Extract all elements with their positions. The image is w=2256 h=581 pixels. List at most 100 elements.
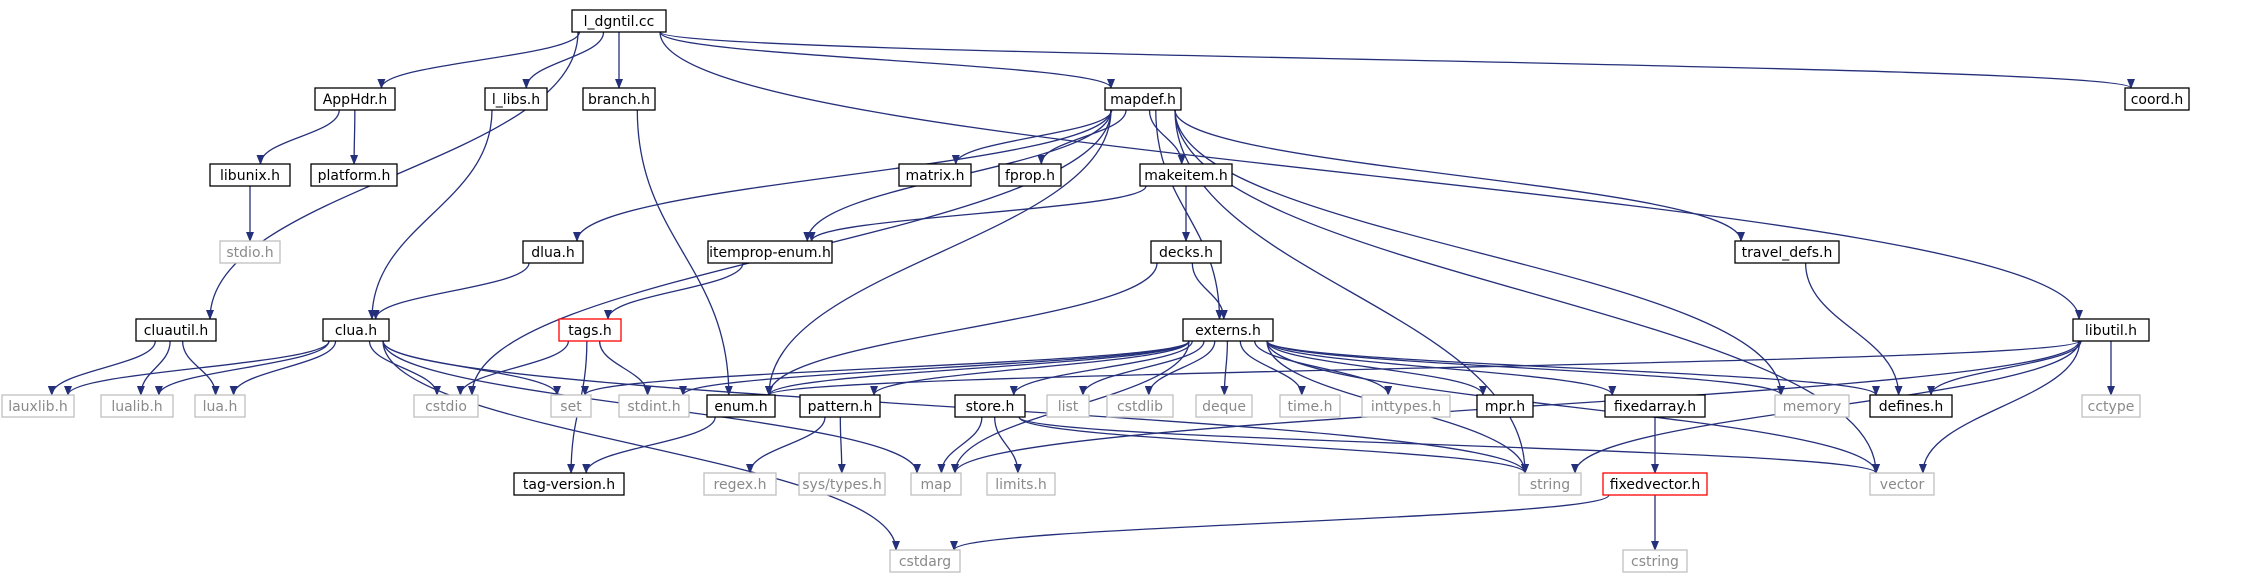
node-label-map: map [920, 477, 951, 493]
node-label-libutil: libutil.h [2085, 323, 2137, 339]
node-label-inttypes: inttypes.h [1371, 399, 1441, 415]
edge-itemprop-to-tags [604, 262, 744, 320]
node-box-lualib [100, 394, 174, 418]
edge-mapdef-to-matrix [951, 109, 1113, 165]
node-mapdef[interactable]: mapdef.h [1104, 87, 1182, 111]
node-clua[interactable]: clua.h [322, 318, 390, 342]
node-cstring: cstring [1622, 549, 1688, 573]
node-tagversion[interactable]: tag-version.h [513, 472, 625, 496]
edge-mapdef-to-externs [1155, 109, 1224, 320]
node-defines[interactable]: defines.h [1869, 394, 1953, 418]
node-label-dlua: dlua.h [531, 245, 575, 261]
node-box-l_dgntil [571, 9, 667, 33]
node-label-fixedarray: fixedarray.h [1614, 399, 1696, 415]
node-stdint: stdint.h [618, 394, 690, 418]
node-itemprop[interactable]: itemprop-enum.h [707, 240, 833, 264]
node-box-cstdlib [1106, 394, 1174, 418]
node-branch[interactable]: branch.h [582, 87, 656, 111]
node-label-cluautil: cluautil.h [144, 323, 209, 339]
node-label-time: time.h [1288, 399, 1333, 415]
node-box-set [550, 394, 592, 418]
node-cluautil[interactable]: cluautil.h [135, 318, 217, 342]
node-box-cstring [1622, 549, 1688, 573]
node-dlua[interactable]: dlua.h [522, 240, 584, 264]
node-box-stdint [618, 394, 690, 418]
edge-fixedvector-to-cstdarg [950, 494, 1610, 551]
node-box-l_libs [484, 87, 548, 111]
node-pattern[interactable]: pattern.h [799, 394, 881, 418]
node-box-cctype [2081, 394, 2141, 418]
edge-enum-to-tagversion [582, 416, 716, 474]
node-box-inttypes [1361, 394, 1451, 418]
node-box-libutil [2072, 318, 2150, 342]
node-box-fixedvector [1602, 472, 1708, 496]
node-label-limits: limits.h [995, 477, 1046, 493]
node-box-coord [2124, 87, 2190, 111]
node-box-stdio [219, 240, 281, 264]
node-libunix[interactable]: libunix.h [209, 163, 291, 187]
node-externs[interactable]: externs.h [1182, 318, 1274, 342]
node-box-store [954, 394, 1026, 418]
node-box-clua [322, 318, 390, 342]
edge-l_dgntil-to-libutil [659, 31, 2083, 320]
edge-externs-to-list [1079, 340, 1205, 396]
edge-branch-to-enum [636, 109, 733, 396]
node-makeitem[interactable]: makeitem.h [1139, 163, 1233, 187]
node-box-decks [1150, 240, 1222, 264]
node-label-deque: deque [1202, 399, 1246, 415]
node-l_libs[interactable]: l_libs.h [484, 87, 548, 111]
node-libutil[interactable]: libutil.h [2072, 318, 2150, 342]
node-lua: lua.h [194, 394, 246, 418]
edge-l_dgntil-to-l_libs [522, 31, 605, 89]
node-box-memory [1774, 394, 1850, 418]
edge-mapdef-to-enum [765, 109, 1112, 396]
node-box-cstdio [413, 394, 479, 418]
node-apphdr[interactable]: AppHdr.h [314, 87, 396, 111]
node-label-decks: decks.h [1159, 245, 1213, 261]
edge-pattern-to-regex [746, 416, 826, 474]
node-cstdlib: cstdlib [1106, 394, 1174, 418]
edge-tags-to-cstdio [456, 340, 570, 396]
node-label-l_libs: l_libs.h [492, 92, 540, 108]
edge-externs-to-memory [1266, 340, 1785, 396]
node-list: list [1046, 394, 1090, 418]
node-box-limits [986, 472, 1056, 496]
node-platform[interactable]: platform.h [310, 163, 398, 187]
node-coord[interactable]: coord.h [2124, 87, 2190, 111]
node-label-mapdef: mapdef.h [1110, 92, 1176, 108]
edge-cluautil-to-lauxlib [47, 340, 156, 396]
edge-clua-to-cstdio [368, 340, 441, 396]
node-fixedvector[interactable]: fixedvector.h [1602, 472, 1708, 496]
node-travel[interactable]: travel_defs.h [1734, 240, 1840, 264]
node-decks[interactable]: decks.h [1150, 240, 1222, 264]
edge-clua-to-lua [229, 340, 337, 396]
node-time: time.h [1279, 394, 1341, 418]
node-label-enum: enum.h [714, 399, 767, 415]
node-memory: memory [1774, 394, 1850, 418]
node-enum[interactable]: enum.h [706, 394, 776, 418]
node-l_dgntil[interactable]: l_dgntil.cc [571, 9, 667, 33]
node-matrix[interactable]: matrix.h [898, 163, 972, 187]
node-box-pattern [799, 394, 881, 418]
edge-tags-to-stdint [598, 340, 652, 396]
node-box-map [910, 472, 962, 496]
node-cstdarg: cstdarg [889, 549, 961, 573]
edge-clua-to-lualib [154, 340, 330, 396]
edge-clua-to-string [382, 340, 1529, 474]
node-fixedarray[interactable]: fixedarray.h [1604, 394, 1706, 418]
edge-externs-to-store [1009, 340, 1193, 396]
node-label-cctype: cctype [2088, 399, 2135, 415]
node-box-dlua [522, 240, 584, 264]
node-fprop[interactable]: fprop.h [998, 163, 1062, 187]
node-store[interactable]: store.h [954, 394, 1026, 418]
node-systypes: sys/types.h [798, 472, 886, 496]
node-label-tags: tags.h [568, 323, 612, 339]
node-tags[interactable]: tags.h [558, 318, 622, 342]
node-box-vector [1869, 472, 1935, 496]
node-mpr[interactable]: mpr.h [1476, 394, 1534, 418]
edge-makeitem-to-itemprop [807, 185, 1147, 242]
node-stdio: stdio.h [219, 240, 281, 264]
node-label-lua: lua.h [203, 399, 238, 415]
node-inttypes: inttypes.h [1361, 394, 1451, 418]
